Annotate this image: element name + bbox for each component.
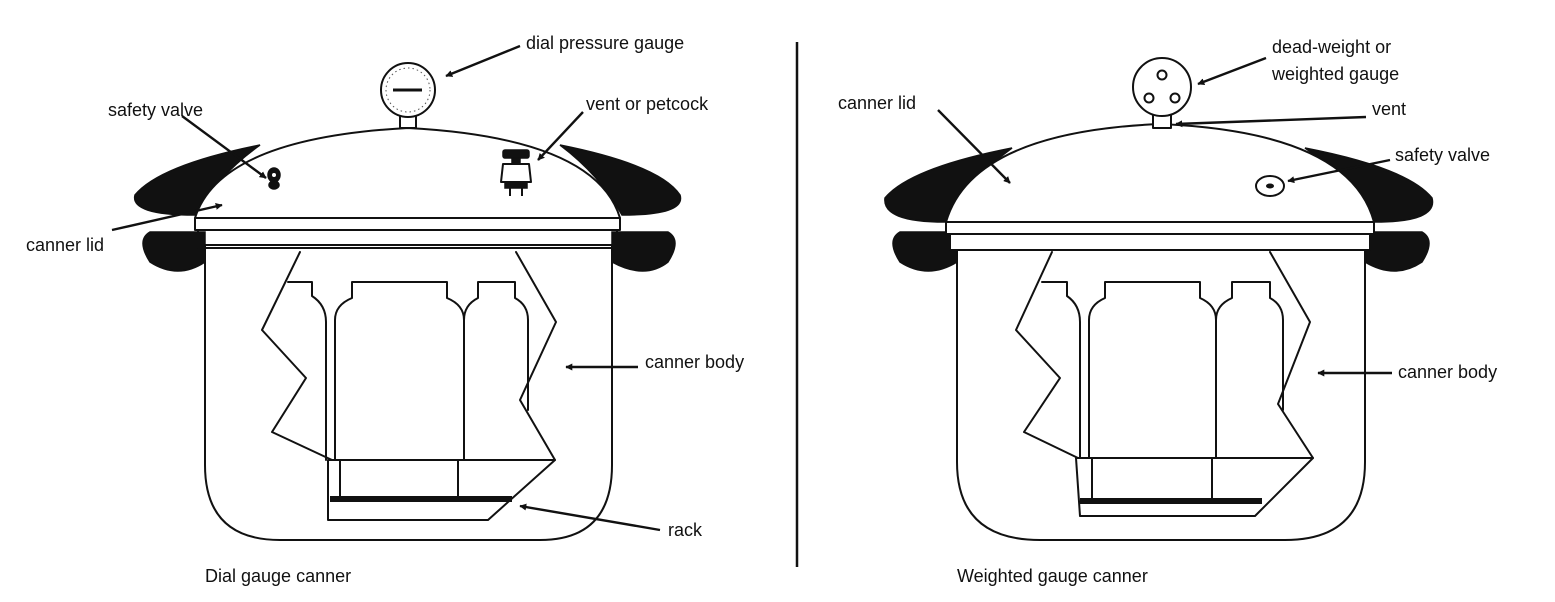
jar-back-left: [287, 281, 327, 461]
arrow-vent-right: [1175, 115, 1367, 128]
canner-body-shape-right: [956, 249, 1366, 541]
jar-center-right: [1088, 281, 1217, 459]
weighted-gauge-hole-top: [1156, 69, 1168, 81]
cutaway-left-right: [1015, 251, 1079, 459]
handle-lower-right: [611, 231, 676, 272]
arrow-canner-lid: [111, 202, 223, 232]
arrow-canner-lid-right: [937, 109, 1011, 184]
cutaway-right: [515, 251, 557, 461]
safety-valve-dot: [1266, 183, 1274, 189]
weighted-gauge-icon: [1132, 57, 1192, 117]
label-dead-weight-line2: weighted gauge: [1271, 64, 1399, 84]
dial-gauge-canner: dial pressure gauge vent or petcock safe…: [26, 33, 744, 586]
arrow-rack: [519, 503, 661, 532]
label-safety-valve-left: safety valve: [108, 100, 203, 120]
caption-dial-gauge-canner: Dial gauge canner: [205, 566, 351, 586]
label-canner-body-left: canner body: [645, 352, 744, 372]
handle-lower-left: [142, 231, 206, 272]
weighted-gauge-canner: dead-weight or weighted gauge vent canne…: [838, 37, 1497, 586]
jar-back-right: [463, 281, 529, 461]
jar-center: [334, 281, 465, 461]
canner-rim: [194, 217, 621, 231]
canner-lid-dome-right: [945, 123, 1375, 223]
caption-weighted-gauge-canner: Weighted gauge canner: [957, 566, 1148, 586]
canner-rim-right: [945, 221, 1375, 235]
weighted-gauge-hole-right: [1169, 92, 1181, 104]
label-safety-valve-right: safety valve: [1395, 145, 1490, 165]
arrow-safety-valve-right: [1287, 158, 1391, 184]
jar-back-right-right: [1215, 281, 1284, 459]
label-canner-lid-right: canner lid: [838, 93, 916, 113]
dial-gauge-ticks: [385, 67, 431, 113]
arrow-vent: [537, 111, 584, 161]
jar-back-left-right: [1041, 281, 1081, 459]
weighted-gauge-hole-left: [1143, 92, 1155, 104]
label-canner-body-right: canner body: [1398, 362, 1497, 382]
label-vent-right: vent: [1372, 99, 1406, 119]
arrow-weighted-gauge: [1197, 56, 1267, 86]
water-dotted-area: [327, 459, 556, 521]
cutaway-left: [261, 251, 333, 461]
canner-body-shape: [204, 244, 613, 541]
label-canner-lid-left: canner lid: [26, 235, 104, 255]
canner-rim-band: [197, 229, 618, 249]
handle-lower-right-right: [1364, 231, 1430, 272]
handle-upper-right: [559, 144, 682, 216]
label-rack: rack: [668, 520, 703, 540]
canner-rim-band-right: [949, 233, 1371, 251]
safety-valve-icon: [267, 167, 281, 190]
label-vent-or-petcock: vent or petcock: [586, 94, 709, 114]
water-dotted-area-right: [1075, 457, 1314, 517]
label-dial-pressure-gauge: dial pressure gauge: [526, 33, 684, 53]
cutaway-right-right: [1269, 251, 1314, 459]
petcock-icon: [500, 149, 532, 196]
arrow-safety-valve: [181, 115, 267, 179]
handle-lower-left-right: [892, 231, 958, 272]
arrow-dial-gauge: [445, 44, 521, 78]
label-dead-weight-line1: dead-weight or: [1272, 37, 1391, 57]
